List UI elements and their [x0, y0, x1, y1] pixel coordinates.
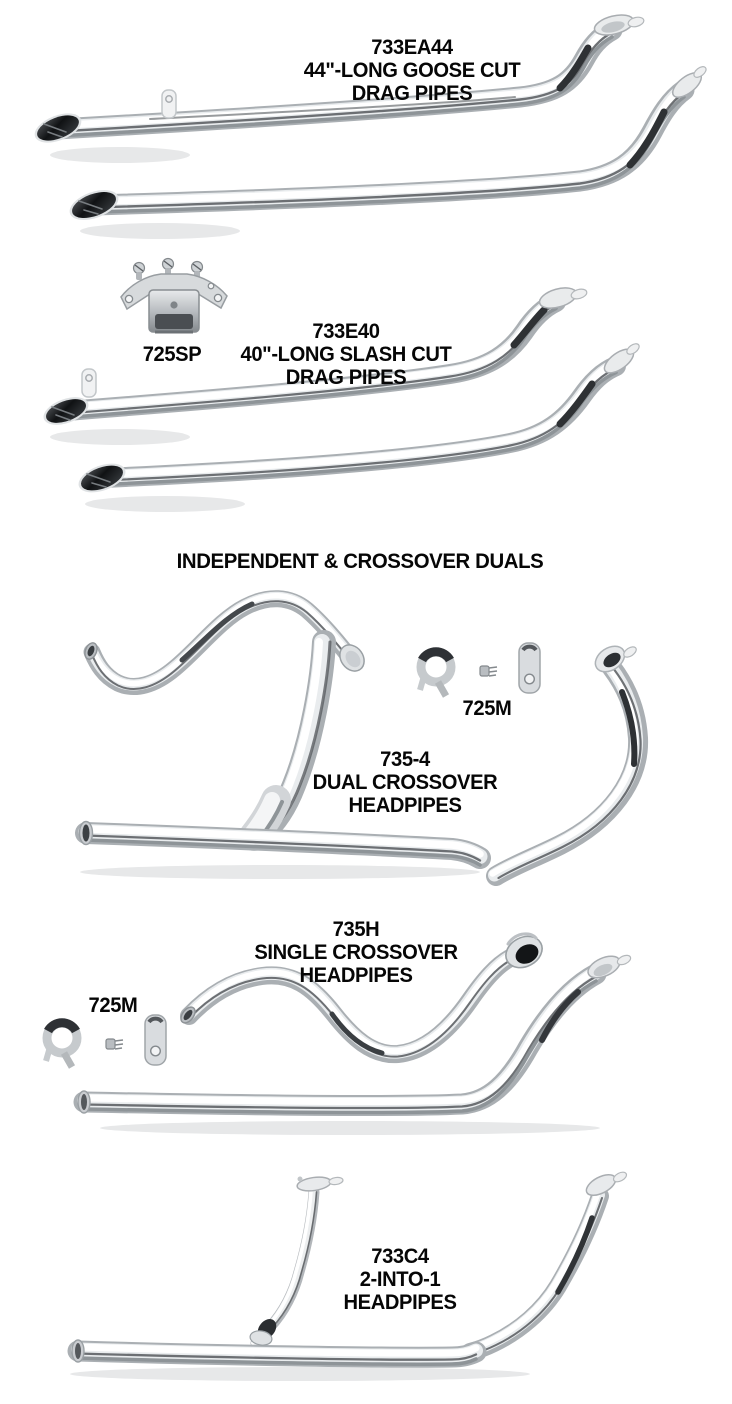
slash-pipe-lower: [102, 363, 616, 485]
description-line: DUAL CROSSOVER: [312, 771, 498, 794]
clamp-screw: [105, 1038, 124, 1050]
exhaust-flange: [538, 287, 588, 309]
hardware-label-725m: 725M: [462, 697, 512, 720]
crossover-s-pipe: [83, 596, 365, 689]
mounting-tab: [81, 368, 97, 398]
product-label-735-4: 735-4 DUAL CROSSOVER HEADPIPES: [313, 748, 498, 817]
pipes-735-4-illustration: [80, 596, 641, 878]
exhaust-flange: [587, 954, 632, 979]
front-long-tube: [80, 820, 481, 866]
slash-cut-tip: [34, 113, 82, 143]
pipes-733ea44-illustration: [34, 14, 707, 221]
goose-pipe-upper: [58, 27, 612, 137]
exhaust-flange: [671, 66, 707, 98]
description-line: HEADPIPES: [299, 964, 413, 987]
description-line: 44"-LONG GOOSE CUT: [303, 59, 521, 82]
pipes-735h-illustration: [78, 932, 632, 1113]
slash-cut-tip: [69, 189, 119, 221]
headpipe-with-flange: [78, 970, 596, 1113]
rear-headpipe: [468, 1194, 603, 1355]
exhaust-flange: [593, 14, 645, 36]
hardware-label-725m: 725M: [88, 994, 138, 1017]
exhaust-flange: [296, 1176, 344, 1192]
description-line: HEADPIPES: [348, 794, 462, 817]
part-number: 735-4: [380, 748, 430, 771]
product-label-733ea44: 733EA44 44"-LONG GOOSE CUT DRAG PIPES: [304, 36, 521, 105]
front-downtube: [253, 1192, 317, 1343]
mount-bracket: [518, 642, 541, 694]
weld-joint: [249, 1319, 277, 1346]
slash-cut-tip: [78, 463, 126, 493]
bracket-plate: [120, 273, 228, 334]
product-label-733e40: 733E40 40"-LONG SLASH CUT DRAG PIPES: [241, 320, 452, 389]
hardware-725m-kit: [416, 642, 541, 698]
mounting-tab: [161, 89, 177, 119]
soft-shadows: [50, 147, 600, 1381]
bracket-725sp-illustration: [120, 257, 228, 334]
slash-pipe-upper: [66, 299, 556, 418]
single-crossover-pipe: [178, 932, 543, 1056]
mount-bracket: [144, 1014, 167, 1066]
part-number: 735H: [332, 918, 380, 941]
hardware-label-725sp: 725SP: [142, 343, 202, 366]
description-line: 2-INTO-1: [359, 1268, 441, 1291]
muffler-clamp: [42, 1018, 82, 1069]
exhaust-flange: [585, 1171, 628, 1197]
part-number: 733E40: [312, 320, 380, 343]
hardware-725m-kit: [42, 1014, 167, 1069]
description-line: DRAG PIPES: [285, 366, 407, 389]
pipes-733e40-illustration: [43, 287, 640, 493]
description-line: HEADPIPES: [343, 1291, 457, 1314]
collector-tube: [72, 1339, 476, 1364]
product-label-733c4: 733C4 2-INTO-1 HEADPIPES: [343, 1245, 456, 1314]
muffler-clamp: [416, 647, 456, 698]
section-header: INDEPENDENT & CROSSOVER DUALS: [176, 550, 544, 573]
product-label-735h: 735H SINGLE CROSSOVER HEADPIPES: [254, 918, 458, 987]
clamp-screw: [479, 665, 498, 677]
description-line: DRAG PIPES: [351, 82, 473, 105]
description-line: SINGLE CROSSOVER: [254, 941, 458, 964]
goose-pipe-lower: [94, 87, 684, 213]
pipes-733c4-illustration: [72, 1171, 628, 1364]
description-line: 40"-LONG SLASH CUT: [240, 343, 452, 366]
exhaust-flange: [603, 343, 640, 374]
rear-headpipe: [493, 645, 641, 878]
part-number: 733C4: [371, 1245, 429, 1268]
part-number: 733EA44: [371, 36, 453, 59]
slash-cut-tip: [43, 397, 89, 425]
